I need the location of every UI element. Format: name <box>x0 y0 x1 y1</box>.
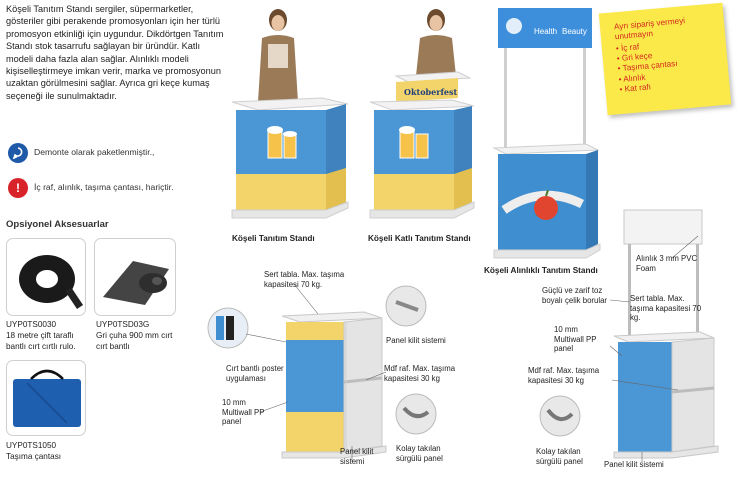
header-stand-photo: Health Beauty <box>492 8 601 259</box>
felt-roll-thumbnail <box>94 238 176 316</box>
diagram2-panel-lock-label: Panel kilit sistemi <box>604 460 664 469</box>
diagram1-panel-lock-bottom-label: Panel kilit sistemi <box>340 447 374 466</box>
accessories-title: Opsiyonel Aksesuarlar <box>6 219 109 230</box>
diagram2-top-shelf-label: Sert tabla. Max. taşıma kapasitesi 70 kg… <box>630 294 702 323</box>
accessory-desc-2: Gri çuha 900 mm cırt cırt bantlı <box>96 331 173 351</box>
stand-diagram-2 <box>539 209 719 462</box>
order-reminder-note: Ayrı sipariş vermeyi unutmayın İç raf Gr… <box>598 2 732 116</box>
diagram2-mdf-shelf-label: Mdf raf. Max. taşıma kapasitesi 30 kg <box>528 366 600 385</box>
product-caption-3: Köşeli Alınlıklı Tanıtım Standı <box>484 266 598 275</box>
diagram1-multiwall-label: 10 mm Multiwall PP panel <box>222 398 265 427</box>
velcro-roll-image <box>19 255 83 309</box>
diagram1-panel-lock-label: Panel kilit sistemi <box>386 336 446 345</box>
svg-text:Oktoberfest: Oktoberfest <box>404 87 457 97</box>
velcro-roll-thumbnail <box>6 238 86 316</box>
stand-diagram-1 <box>207 283 437 462</box>
felt-roll-image <box>103 261 169 305</box>
product-caption-2: Köşeli Katlı Tanıtım Standı <box>368 234 471 243</box>
accessory-code-2: UYP0TSD03G <box>96 320 150 329</box>
product-caption-1: Köşeli Tanıtım Standı <box>232 234 315 243</box>
accessory-desc-3: Taşıma çantası <box>6 452 62 461</box>
diagram2-header-label: Alınlık 3 mm PVC Foam <box>636 254 698 273</box>
info-icon <box>8 143 28 163</box>
intro-paragraph: Köşeli Tanıtım Standı sergiler, süpermar… <box>6 4 224 101</box>
svg-text:Beauty: Beauty <box>562 27 587 36</box>
warning-note: İç raf, alınlık, taşıma çantası, hariçti… <box>34 182 174 192</box>
diagram1-sliding-panel-label: Kolay takılan sürgülü panel <box>396 444 443 463</box>
diagram2-sliding-panel-label: Kolay takılan sürgülü panel <box>536 447 583 466</box>
accessory-desc-1: 18 metre çift taraflı bantlı cırt cırtlı… <box>6 331 76 351</box>
assembly-note: Demonte olarak paketlenmiştir., <box>34 147 155 157</box>
reminder-list: İç raf Gri keçe Taşıma çantası Alınlık K… <box>616 36 720 96</box>
diagram2-multiwall-label: 10 mm Multiwall PP panel <box>554 325 597 354</box>
svg-text:Health: Health <box>534 27 557 36</box>
diagram1-mdf-shelf-label: Mdf raf. Max. taşıma kapasitesi 30 kg <box>384 364 456 383</box>
carry-bag-thumbnail <box>6 360 86 436</box>
diagram2-pipes-label: Güçlü ve zarif toz boyalı çelik borular <box>542 286 608 305</box>
carry-bag-image <box>13 369 81 427</box>
diagram1-velcro-label: Cırt bantlı poster uygulaması <box>226 364 284 383</box>
accessory-code-1: UYP0TS0030 <box>6 320 57 329</box>
warning-icon: ! <box>8 178 28 198</box>
diagram1-top-shelf-label: Sert tabla. Max. taşıma kapasitesi 70 kg… <box>264 270 345 289</box>
tiered-stand-photo: Oktoberfest <box>369 9 475 219</box>
accessory-code-3: UYP0TS1050 <box>6 441 57 450</box>
promo-stand-photo <box>231 9 349 219</box>
